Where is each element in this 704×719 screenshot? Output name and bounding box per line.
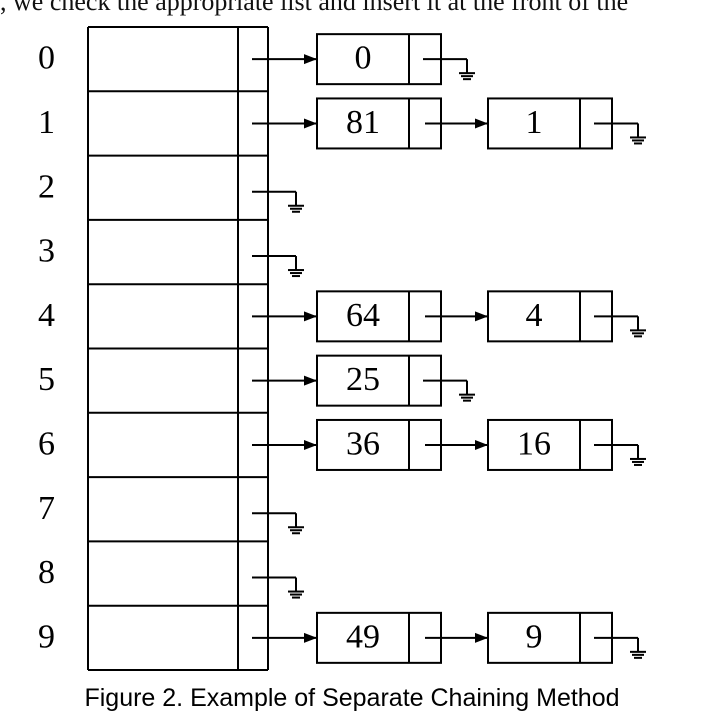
table-row-2: 2 (38, 154, 304, 213)
table-row-3: 3 (38, 218, 304, 278)
list-node-value: 16 (517, 425, 551, 462)
bucket-index-label: 4 (38, 297, 55, 334)
list-node: 1 (487, 97, 613, 150)
list-node-value: 9 (526, 618, 543, 655)
null-terminator (252, 255, 304, 278)
pointer-arrow-head (304, 439, 317, 450)
bucket-index-label: 2 (38, 168, 55, 205)
list-node-box (316, 33, 442, 86)
list-node-value: 49 (346, 618, 380, 655)
pointer-arrow-head (304, 632, 317, 643)
null-terminator (252, 512, 304, 535)
bucket-index-label: 0 (38, 40, 55, 77)
list-node: 25 (316, 354, 442, 407)
context-text-line: , we check the appropriate list and inse… (0, 0, 629, 16)
null-terminator (594, 315, 646, 338)
list-node-value: 36 (346, 425, 380, 462)
list-node-value: 4 (526, 297, 543, 334)
pointer-arrow-head (475, 118, 488, 129)
list-node-box (487, 611, 613, 664)
pointer-arrow-head (304, 54, 317, 65)
table-row-4: 4 64 4 (38, 283, 646, 343)
bucket-index-label: 3 (38, 233, 55, 270)
list-node-value: 0 (355, 40, 372, 77)
figure-caption: Figure 2. Example of Separate Chaining M… (84, 684, 620, 712)
bucket-index-label: 7 (38, 490, 55, 527)
list-node-box (487, 290, 613, 343)
pointer-arrow-head (475, 311, 488, 322)
list-node-value: 81 (346, 104, 380, 141)
table-row-5: 5 25 (38, 347, 475, 407)
pointer-arrow-head (475, 439, 488, 450)
list-node-box (487, 97, 613, 150)
null-terminator (252, 190, 304, 213)
table-row-8: 8 (38, 540, 304, 599)
null-terminator (423, 379, 475, 402)
bucket-index-label: 9 (38, 618, 55, 655)
list-node: 0 (316, 33, 442, 86)
null-terminator (423, 58, 475, 81)
bucket-index-label: 1 (38, 104, 55, 141)
null-terminator (252, 576, 304, 599)
null-terminator (594, 443, 646, 466)
list-node: 49 (316, 611, 442, 664)
bucket-index-label: 6 (38, 425, 55, 462)
null-terminator (594, 122, 646, 145)
pointer-arrow-head (304, 311, 317, 322)
list-node-value: 1 (526, 104, 543, 141)
table-row-6: 6 36 16 (38, 411, 646, 471)
list-node: 9 (487, 611, 613, 664)
bucket-index-label: 8 (38, 554, 55, 591)
pointer-arrow-head (304, 375, 317, 386)
list-node: 64 (316, 290, 442, 343)
table-row-7: 7 (38, 476, 304, 535)
pointer-arrow-head (475, 632, 488, 643)
list-node: 36 (316, 418, 442, 471)
list-node: 81 (316, 97, 442, 150)
list-node-value: 25 (346, 361, 380, 398)
null-terminator (594, 636, 646, 659)
table-row-9: 9 49 9 (38, 604, 646, 671)
list-node-value: 64 (346, 297, 380, 334)
list-node: 4 (487, 290, 613, 343)
bucket-index-label: 5 (38, 361, 55, 398)
pointer-arrow-head (304, 118, 317, 129)
list-node: 16 (487, 418, 613, 471)
